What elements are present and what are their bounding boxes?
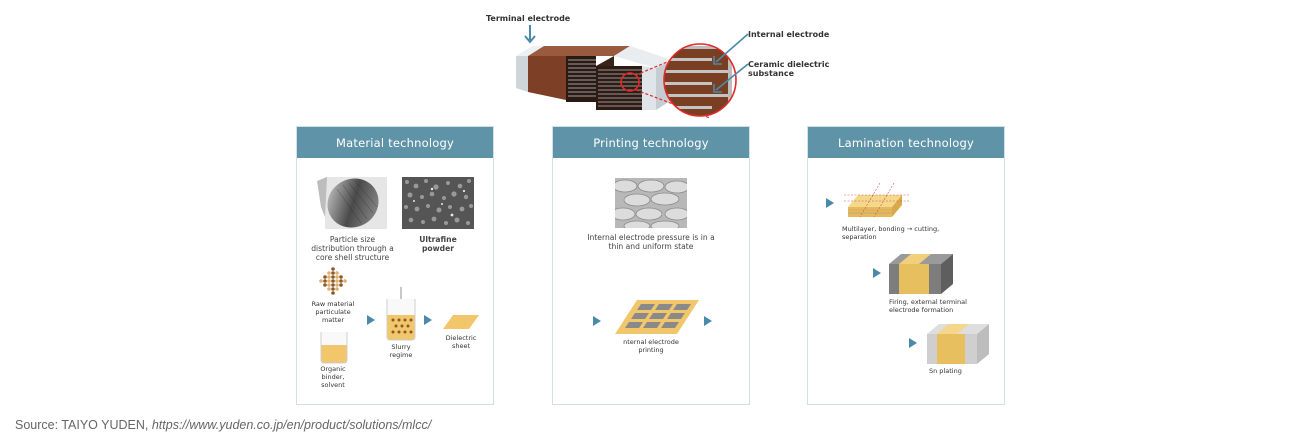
caption-line: distribution through a — [311, 244, 394, 253]
callout-arrows — [713, 33, 749, 93]
multilayer-caption: Multilayer, bonding → cutting, separatio… — [842, 225, 972, 241]
terminal-electrode-label: Terminal electrode — [486, 14, 571, 23]
card-printing-technology: Printing technology Internal electrode p… — [552, 126, 750, 405]
process-arrow-icon — [593, 316, 601, 326]
process-arrow-icon — [424, 315, 432, 325]
card-title: Lamination technology — [808, 127, 1004, 158]
organic-binder-caption: Organic binder, solvent — [305, 365, 361, 389]
dielectric-sheet-icon — [443, 315, 479, 329]
sn-plated-chip-icon — [927, 324, 989, 364]
caption-line: electrode formation — [889, 306, 954, 314]
process-arrow-icon — [704, 316, 712, 326]
ultrafine-powder-photo — [402, 177, 474, 229]
electrode-printing-sheet-icon — [615, 300, 699, 334]
caption-line: sheet — [451, 342, 471, 350]
ultrafine-powder-caption: Ultrafine powder — [402, 235, 474, 253]
caption-line: separation — [842, 233, 877, 241]
caption-line: matter — [321, 316, 345, 324]
organic-binder-beaker-icon — [320, 332, 348, 364]
slurry-caption: Slurry regime — [377, 343, 425, 359]
process-arrow-icon — [909, 338, 917, 348]
caption-line: nternal electrode — [623, 338, 679, 346]
caption-line: regime — [389, 351, 413, 359]
caption-line: Dielectric — [445, 334, 477, 342]
core-shell-photo — [317, 177, 387, 229]
fired-chip-icon — [889, 254, 953, 294]
caption-line: binder, — [321, 373, 345, 381]
ceramic-dielectric-label-line1: Ceramic dielectric — [748, 60, 830, 69]
raw-material-particles-icon — [319, 267, 347, 295]
arrow-down-icon — [524, 25, 536, 44]
ceramic-dielectric-label-line2: substance — [748, 69, 795, 78]
electrode-printing-caption: nternal electrode printing — [611, 338, 691, 354]
process-arrow-icon — [826, 198, 834, 208]
caption-line: Firing, external terminal — [889, 298, 967, 306]
process-arrow-icon — [873, 268, 881, 278]
caption-line: powder — [422, 244, 454, 253]
caption-line: Ultrafine — [419, 235, 457, 244]
caption-line: Slurry — [391, 343, 411, 351]
source-prefix: Source: TAIYO YUDEN, — [15, 418, 152, 432]
laminated-stack-icon — [844, 183, 910, 218]
caption-line: particulate — [315, 308, 351, 316]
caption-line: thin and uniform state — [608, 242, 694, 251]
core-shell-caption: Particle size distribution through a cor… — [305, 235, 400, 262]
raw-material-caption: Raw material particulate matter — [305, 300, 361, 324]
dielectric-sheet-caption: Dielectric sheet — [435, 334, 487, 350]
caption-line: core shell structure — [315, 253, 390, 262]
caption-line: Particle size — [329, 235, 376, 244]
electrode-cross-section-photo — [615, 178, 687, 228]
sn-plating-caption: Sn plating — [929, 367, 999, 375]
caption-line: Raw material — [311, 300, 355, 308]
source-url[interactable]: https://www.yuden.co.jp/en/product/solut… — [151, 418, 432, 432]
caption-line: Multilayer, bonding → cutting, — [842, 225, 940, 233]
card-title: Material technology — [297, 127, 493, 158]
mlcc-structure-illustration: Terminal electrode — [470, 0, 870, 120]
caption-line: Internal electrode pressure is in a — [587, 233, 715, 242]
firing-caption: Firing, external terminal electrode form… — [889, 298, 999, 314]
mlcc-chip-cutaway — [516, 43, 710, 119]
card-lamination-technology: Lamination technology Multilayer, bondin… — [807, 126, 1005, 405]
electrode-pressure-caption: Internal electrode pressure is in a thin… — [561, 233, 741, 251]
internal-electrode-label: Internal electrode — [748, 30, 830, 39]
caption-line: printing — [638, 346, 664, 354]
caption-line: Organic — [320, 365, 346, 373]
process-arrow-icon — [367, 315, 375, 325]
caption-line: Sn plating — [929, 367, 962, 375]
slurry-beaker-icon — [386, 287, 416, 341]
card-title: Printing technology — [553, 127, 749, 158]
caption-line: solvent — [321, 381, 345, 389]
card-material-technology: Material technology Particle size distri… — [296, 126, 494, 405]
source-citation: Source: TAIYO YUDEN, https://www.yuden.c… — [15, 418, 431, 432]
